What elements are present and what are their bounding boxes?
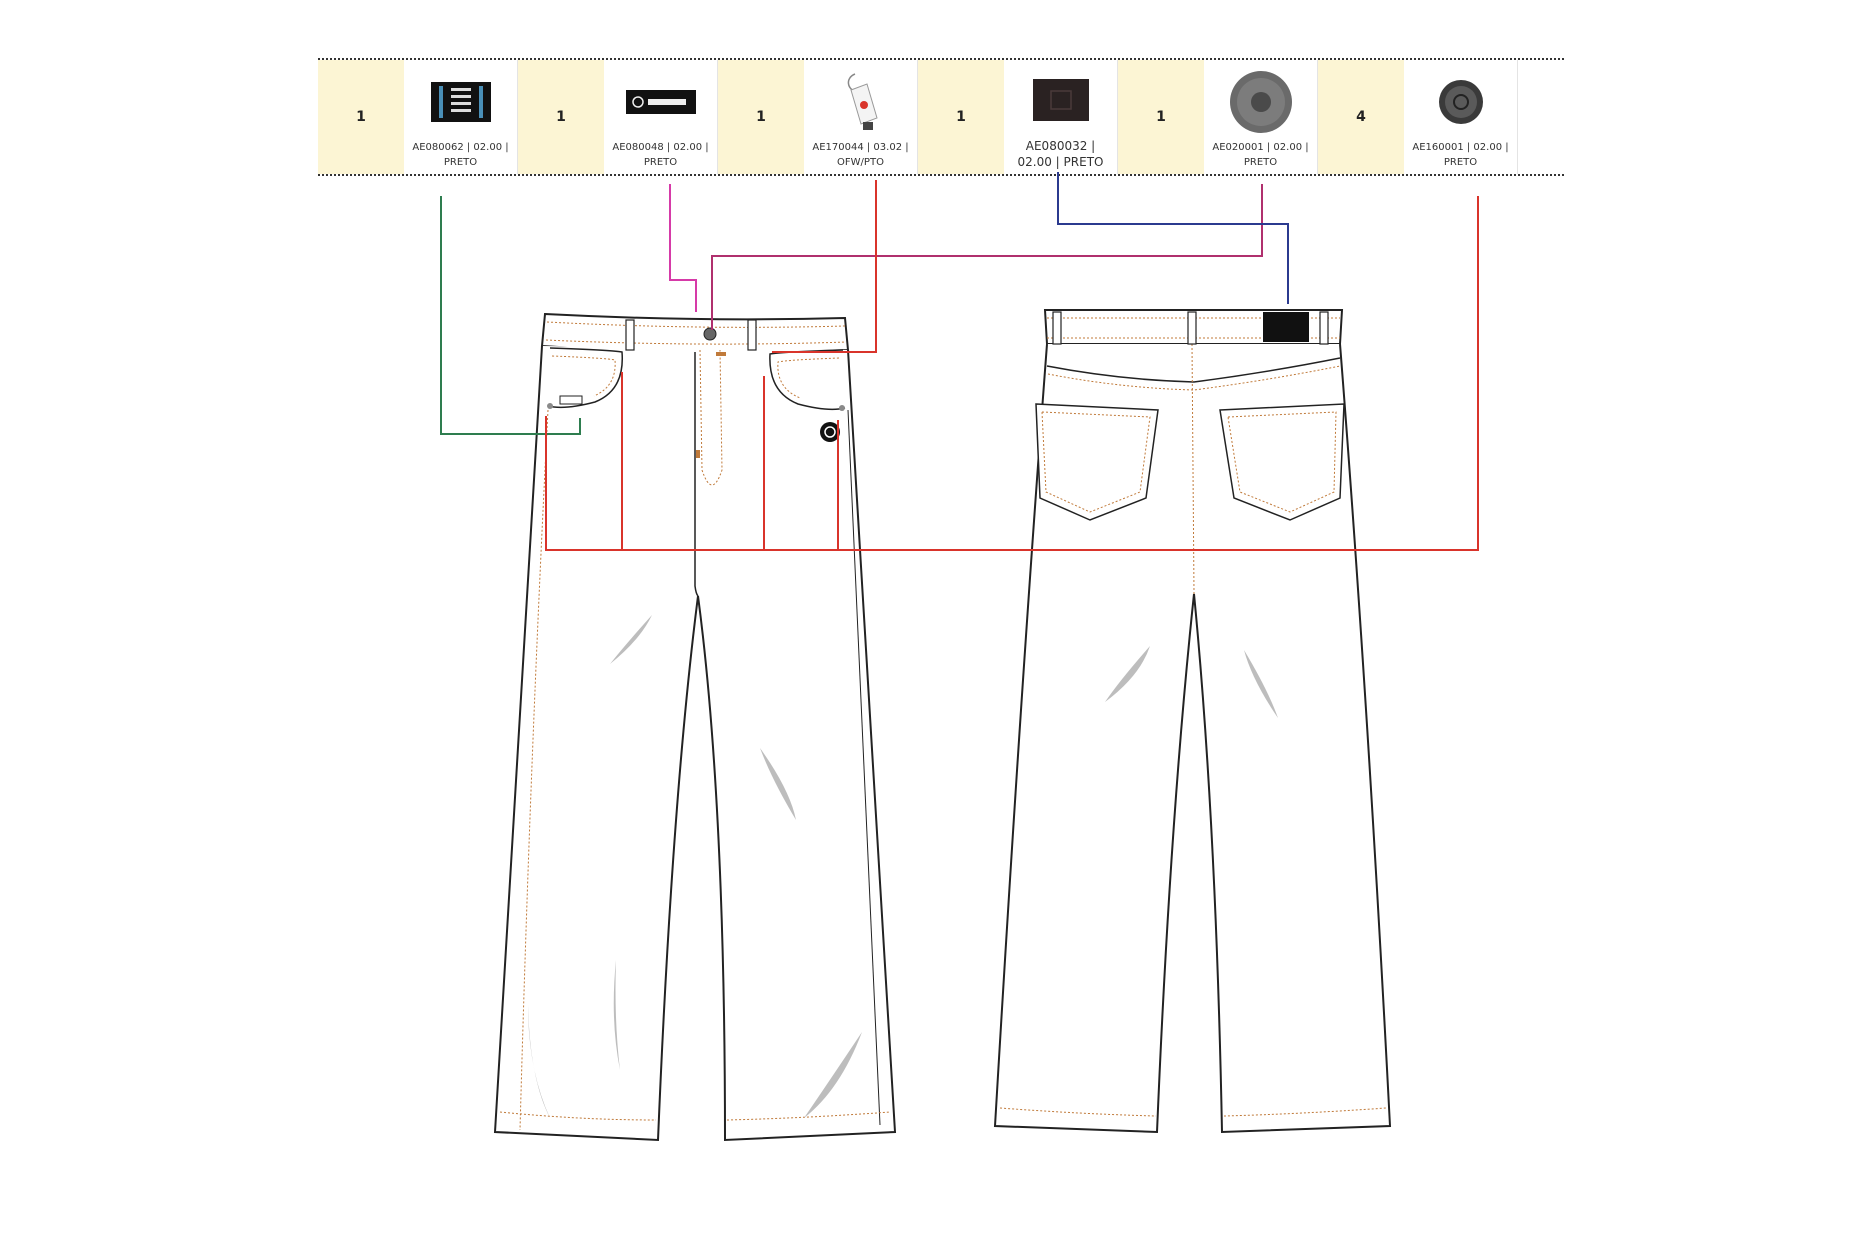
trim-cell-4: 1 AE080032 | 02.00 | PRETO	[918, 60, 1118, 174]
trim-quantity: 1	[518, 60, 604, 174]
brand-label-icon	[618, 70, 704, 134]
leader-line-brand-label	[669, 184, 697, 312]
striped-label-icon	[418, 70, 504, 134]
trim-quantity: 1	[1118, 60, 1204, 174]
trims-table: 1 AE080062 | 02.00 | PRETO	[318, 58, 1564, 176]
trim-code: AE020001 | 02.00 |	[1212, 142, 1309, 153]
leader-line-label	[440, 196, 581, 435]
trim-color: PRETO	[443, 157, 478, 168]
trim-cell-3: 1 AE170044 | 03.02 | OFW/PTO	[718, 60, 918, 174]
trim-code: AE080048 | 02.00 |	[612, 142, 709, 153]
leader-lines	[440, 172, 1479, 551]
trim-color: OFW/PTO	[837, 157, 884, 168]
rivet-icon	[1418, 70, 1504, 134]
trim-color: PRETO	[1443, 157, 1478, 168]
trim-cell-1: 1 AE080062 | 02.00 | PRETO	[318, 60, 518, 174]
trim-item: AE080032 | 02.00 | PRETO	[1004, 60, 1118, 174]
trim-quantity: 1	[318, 60, 404, 174]
trim-color: 02.00 | PRETO	[1017, 155, 1104, 169]
trim-cell-6: 4 AE160001 | 02.00 | PRETO	[1318, 60, 1518, 174]
leader-line-hang-tag	[772, 180, 877, 353]
hang-tag-icon	[818, 70, 904, 134]
trim-item: AE080048 | 02.00 | PRETO	[604, 60, 718, 174]
trim-code: AE160001 | 02.00 |	[1412, 142, 1509, 153]
trim-color: PRETO	[643, 157, 678, 168]
shank-button-icon	[1218, 70, 1304, 134]
leader-line-rivets	[545, 196, 1479, 551]
jeans-back-view	[993, 309, 1392, 1134]
trim-item: AE170044 | 03.02 | OFW/PTO	[804, 60, 918, 174]
trim-cell-5: 1 AE020001 | 02.00 | PRETO	[1118, 60, 1318, 174]
trim-code: AE080062 | 02.00 |	[412, 142, 509, 153]
trim-cell-2: 1 AE080048 | 02.00 | PRETO	[518, 60, 718, 174]
trim-code: AE080032 |	[1025, 139, 1096, 153]
patch-label-icon	[1018, 68, 1104, 132]
trim-code: AE170044 | 03.02 |	[812, 142, 909, 153]
trim-item: AE020001 | 02.00 | PRETO	[1204, 60, 1318, 174]
trim-item: AE080062 | 02.00 | PRETO	[404, 60, 518, 174]
leader-line-button	[711, 184, 1263, 330]
trim-quantity: 1	[718, 60, 804, 174]
leader-line-patch	[1057, 172, 1289, 304]
trim-quantity: 1	[918, 60, 1004, 174]
trim-quantity: 4	[1318, 60, 1404, 174]
jeans-front-view	[493, 312, 897, 1142]
trim-item: AE160001 | 02.00 | PRETO	[1404, 60, 1518, 174]
trim-color: PRETO	[1243, 157, 1278, 168]
